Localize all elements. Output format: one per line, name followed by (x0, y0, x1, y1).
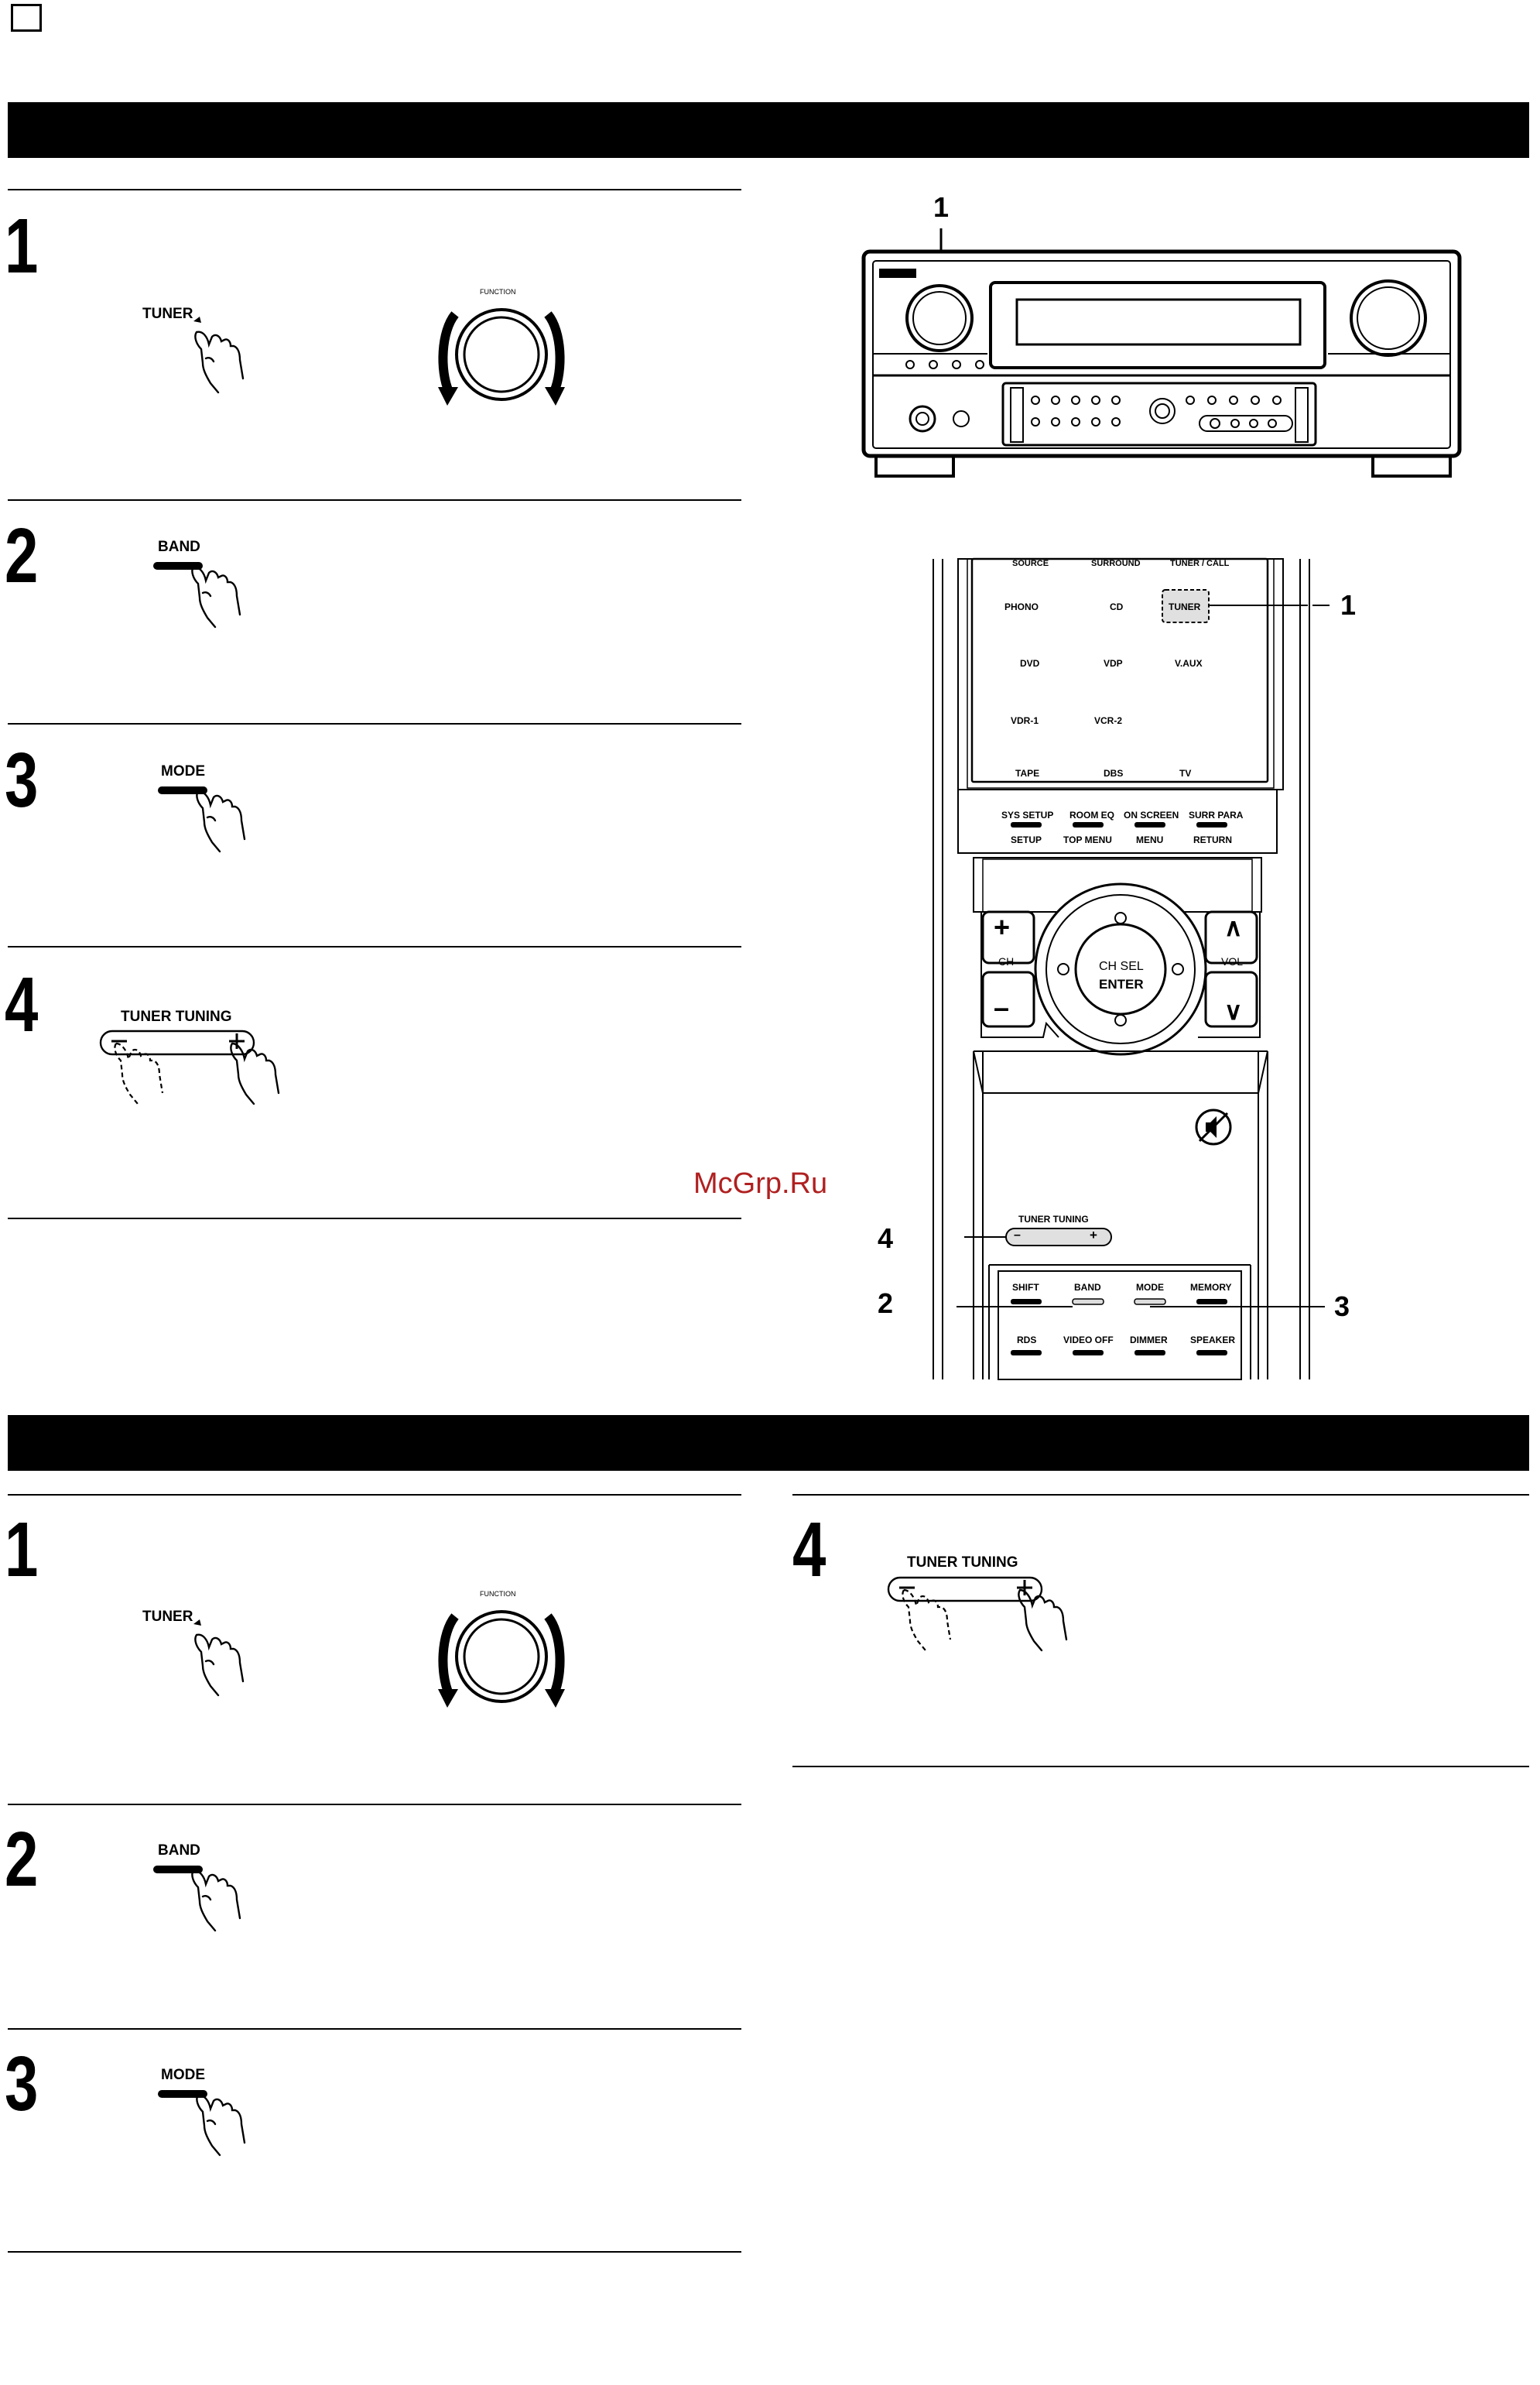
section-b-rule-2 (792, 1494, 1529, 1496)
band-label: BAND (158, 539, 200, 555)
step-number: 1 (5, 203, 39, 290)
remote-vdp-label: VDP (1104, 658, 1123, 669)
remote-control (933, 557, 1330, 1380)
remote-tuner-call-label: TUNER / CALL (1170, 559, 1230, 568)
remote-return-label: RETURN (1193, 834, 1232, 845)
remote-cd-label: CD (1110, 601, 1124, 612)
remote-phono-label: PHONO (1004, 601, 1039, 612)
function-label: FUNCTION (480, 288, 516, 296)
function-knob-icon (438, 1610, 565, 1708)
function-label: FUNCTION (480, 1590, 516, 1598)
tuner-tuning-hands-icon (887, 1576, 1068, 1652)
remote-surr-para-label: SURR PARA (1189, 810, 1244, 821)
watermark-text: McGrp.Ru (693, 1167, 828, 1200)
remote-vol-up-button[interactable]: ∧ (1224, 913, 1243, 941)
hand-press-icon (193, 317, 245, 394)
remote-vdr1-label: VDR-1 (1011, 715, 1039, 726)
remote-memory-label: MEMORY (1190, 1282, 1232, 1293)
remote-dvd-label: DVD (1020, 658, 1040, 669)
corner-checkbox (11, 4, 42, 32)
remote-sys-setup-label: SYS SETUP (1001, 810, 1054, 821)
step-number: 3 (5, 2041, 39, 2127)
receiver-front-panel (861, 228, 1462, 478)
remote-video-off-label: VIDEO OFF (1063, 1335, 1114, 1345)
remote-menu-label: MENU (1136, 834, 1164, 845)
step-number: 2 (5, 1816, 39, 1903)
remote-surround-label: SURROUND (1091, 559, 1141, 568)
mode-label: MODE (161, 2067, 205, 2083)
remote-tuning-minus-button[interactable]: – (1014, 1228, 1021, 1242)
remote-enter-button[interactable]: ENTER (1099, 977, 1144, 992)
tuner-tuning-hands-icon (99, 1030, 280, 1105)
remote-rds-label: RDS (1017, 1335, 1037, 1345)
function-knob-icon (438, 308, 565, 406)
section-a-rule-2 (8, 499, 741, 501)
section-a-rule-4 (8, 946, 741, 947)
step-number: 4 (792, 1506, 826, 1593)
remote-tuning-plus-button[interactable]: + (1090, 1228, 1097, 1242)
mode-button-hand-icon (158, 786, 246, 853)
section-b-rule-3 (792, 1766, 1529, 1767)
remote-vaux-label: V.AUX (1175, 658, 1203, 669)
remote-dimmer-label: DIMMER (1130, 1335, 1168, 1345)
section-b-rule-4 (8, 1804, 741, 1805)
remote-on-screen-label: ON SCREEN (1124, 810, 1179, 821)
remote-callout-4: 4 (878, 1222, 894, 1254)
step-number: 3 (5, 737, 39, 824)
step-number: 2 (5, 512, 39, 599)
remote-ch-plus-button[interactable]: + (994, 911, 1011, 943)
tuner-label: TUNER (142, 306, 193, 322)
remote-top-menu-label: TOP MENU (1063, 834, 1112, 845)
remote-vol-down-button[interactable]: ∨ (1224, 997, 1243, 1025)
remote-tv-label: TV (1179, 768, 1192, 779)
remote-callout-1: 1 (1340, 589, 1357, 621)
section-b-rule-1 (8, 1494, 741, 1496)
mode-button-hand-icon (158, 2090, 246, 2157)
section-a-header-bar (8, 102, 1529, 158)
receiver-callout-1: 1 (933, 191, 950, 223)
remote-ch-label: CH (998, 955, 1015, 968)
remote-callout-3: 3 (1334, 1290, 1350, 1322)
remote-vcr2-label: VCR-2 (1094, 715, 1123, 726)
section-b-rule-6 (8, 2251, 741, 2253)
remote-ch-sel-label: CH SEL (1099, 960, 1144, 973)
tuner-tuning-label: TUNER TUNING (907, 1554, 1018, 1571)
band-label: BAND (158, 1842, 200, 1859)
remote-ch-minus-button[interactable]: – (994, 992, 1010, 1023)
remote-setup-label: SETUP (1011, 834, 1042, 845)
remote-tuner-button[interactable]: TUNER (1169, 601, 1201, 612)
step-number: 4 (5, 961, 39, 1048)
remote-tuner-tuning-label: TUNER TUNING (1018, 1214, 1089, 1225)
remote-callout-2: 2 (878, 1287, 894, 1319)
band-button-hand-icon (153, 1866, 241, 1932)
remote-room-eq-label: ROOM EQ (1069, 810, 1115, 821)
remote-vol-label: VOL (1221, 955, 1244, 968)
section-b-header-bar (8, 1415, 1529, 1471)
section-b-rule-5 (8, 2028, 741, 2030)
remote-source-label: SOURCE (1012, 559, 1049, 568)
remote-dbs-label: DBS (1104, 768, 1124, 779)
remote-mode-button[interactable]: MODE (1136, 1282, 1164, 1293)
section-a-rule-5 (8, 1218, 741, 1219)
mode-label: MODE (161, 763, 205, 780)
remote-shift-label: SHIFT (1012, 1282, 1039, 1293)
step-number: 1 (5, 1506, 39, 1593)
tuner-label: TUNER (142, 1609, 193, 1625)
tuner-tuning-label: TUNER TUNING (121, 1009, 232, 1025)
remote-speaker-label: SPEAKER (1190, 1335, 1236, 1345)
section-a-rule-1 (8, 189, 741, 190)
remote-band-button[interactable]: BAND (1074, 1282, 1101, 1293)
section-a-rule-3 (8, 723, 741, 725)
hand-press-icon (193, 1619, 245, 1697)
remote-tape-label: TAPE (1015, 768, 1040, 779)
band-button-hand-icon (153, 562, 241, 629)
